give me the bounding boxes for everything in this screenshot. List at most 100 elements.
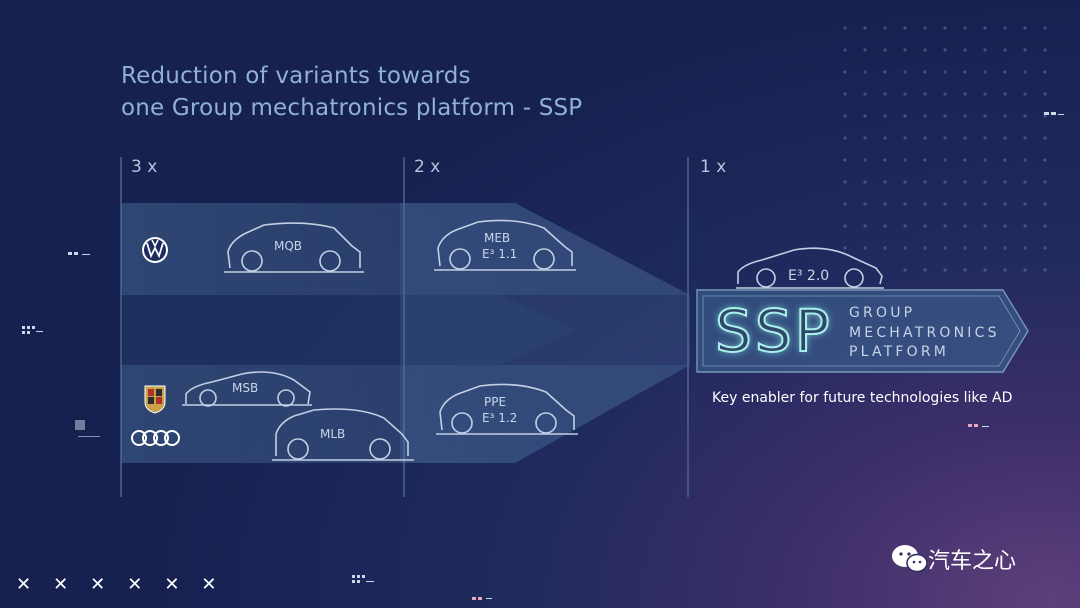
grid-plus-mark xyxy=(943,268,947,272)
grid-plus-mark xyxy=(883,114,887,118)
grid-plus-mark xyxy=(923,92,927,96)
grid-plus-mark xyxy=(1023,136,1027,140)
car-msb: MSB xyxy=(182,371,312,407)
grid-plus-mark xyxy=(1003,70,1007,74)
grid-plus-mark xyxy=(863,26,867,30)
grid-plus-mark xyxy=(1043,92,1047,96)
grid-plus-mark xyxy=(943,158,947,162)
grid-plus-mark xyxy=(963,246,967,250)
grid-plus-mark xyxy=(863,224,867,228)
grid-plus-mark xyxy=(843,26,847,30)
car-mlb: MLB xyxy=(272,408,414,461)
grid-plus-mark xyxy=(903,114,907,118)
grid-plus-mark xyxy=(983,202,987,206)
grid-plus-mark xyxy=(923,158,927,162)
grid-plus-mark xyxy=(1043,224,1047,228)
car-label-meb: MEB xyxy=(484,231,510,245)
grid-plus-mark xyxy=(883,158,887,162)
watermark: 汽车之心 xyxy=(890,543,1016,575)
grid-plus-mark xyxy=(863,158,867,162)
ssp-full-name: GROUP MECHATRONICS PLATFORM xyxy=(849,304,1000,363)
grid-plus-mark xyxy=(1043,48,1047,52)
column-label-3x: 3 x xyxy=(131,157,158,177)
deco-mark-left xyxy=(22,112,1064,600)
grid-plus-mark xyxy=(983,246,987,250)
grid-plus-mark xyxy=(923,202,927,206)
grid-plus-mark xyxy=(963,92,967,96)
grid-plus-mark xyxy=(1023,224,1027,228)
audi-logo xyxy=(131,430,180,446)
grid-plus-mark xyxy=(963,136,967,140)
grid-plus-mark xyxy=(923,114,927,118)
title-line-1: Reduction of variants towards xyxy=(121,63,471,89)
grid-plus-mark xyxy=(1023,268,1027,272)
grid-plus-mark xyxy=(943,136,947,140)
car-e3-2-0: E³ 2.0 xyxy=(736,247,884,289)
grid-plus-mark xyxy=(1003,224,1007,228)
grid-plus-mark xyxy=(883,26,887,30)
car-label-ppe: PPE xyxy=(484,395,506,409)
grid-plus-mark xyxy=(1023,158,1027,162)
grid-plus-mark xyxy=(963,202,967,206)
grid-plus-mark xyxy=(983,224,987,228)
grid-plus-mark xyxy=(923,246,927,250)
car-arch-meb: E³ 1.1 xyxy=(482,247,517,261)
volkswagen-logo xyxy=(142,237,168,263)
grid-plus-mark xyxy=(1043,202,1047,206)
dot-grid xyxy=(843,26,1047,272)
grid-plus-mark xyxy=(963,26,967,30)
grid-plus-mark xyxy=(963,48,967,52)
grid-plus-mark xyxy=(1003,114,1007,118)
grid-plus-mark xyxy=(943,26,947,30)
car-label-mqb: MQB xyxy=(274,239,302,253)
grid-plus-mark xyxy=(1023,48,1027,52)
grid-plus-mark xyxy=(983,114,987,118)
grid-plus-mark xyxy=(863,180,867,184)
grid-plus-mark xyxy=(1003,136,1007,140)
grid-plus-mark xyxy=(923,180,927,184)
grid-plus-mark xyxy=(983,92,987,96)
grid-plus-mark xyxy=(983,26,987,30)
grid-plus-mark xyxy=(1043,246,1047,250)
ssp-abbreviation: SSP xyxy=(714,297,833,365)
grid-plus-mark xyxy=(1003,202,1007,206)
grid-plus-mark xyxy=(1023,114,1027,118)
grid-plus-mark xyxy=(983,48,987,52)
grid-plus-mark xyxy=(1043,136,1047,140)
column-label-2x: 2 x xyxy=(414,157,441,177)
ssp-line-1: GROUP xyxy=(849,305,916,321)
grid-plus-mark xyxy=(903,92,907,96)
grid-plus-mark xyxy=(943,224,947,228)
grid-plus-mark xyxy=(843,92,847,96)
grid-plus-mark xyxy=(903,70,907,74)
grid-plus-mark xyxy=(843,180,847,184)
grid-plus-mark xyxy=(943,48,947,52)
grid-plus-mark xyxy=(903,224,907,228)
footer-x-marks: ✕✕✕✕✕✕ xyxy=(16,574,239,595)
grid-plus-mark xyxy=(943,180,947,184)
grid-plus-mark xyxy=(1023,26,1027,30)
grid-plus-mark xyxy=(863,70,867,74)
grid-plus-mark xyxy=(983,70,987,74)
grid-plus-mark xyxy=(1043,26,1047,30)
title-line-2: one Group mechatronics platform - SSP xyxy=(121,95,583,121)
ssp-line-3: PLATFORM xyxy=(849,344,950,360)
grid-plus-mark xyxy=(963,70,967,74)
grid-plus-mark xyxy=(843,48,847,52)
grid-plus-mark xyxy=(1003,26,1007,30)
car-label-mlb: MLB xyxy=(320,427,345,441)
grid-plus-mark xyxy=(903,158,907,162)
grid-plus-mark xyxy=(843,246,847,250)
ssp-box-outer xyxy=(696,289,1029,373)
car-label-msb: MSB xyxy=(232,381,258,395)
grid-plus-mark xyxy=(903,26,907,30)
grid-plus-mark xyxy=(943,202,947,206)
grid-plus-mark xyxy=(1043,268,1047,272)
grid-plus-mark xyxy=(863,48,867,52)
porsche-logo xyxy=(144,385,166,414)
grid-plus-mark xyxy=(883,92,887,96)
grid-plus-mark xyxy=(883,202,887,206)
car-arch-ppe: E³ 1.2 xyxy=(482,411,517,425)
car-label-e3-2-0: E³ 2.0 xyxy=(788,268,829,284)
grid-plus-mark xyxy=(1003,158,1007,162)
